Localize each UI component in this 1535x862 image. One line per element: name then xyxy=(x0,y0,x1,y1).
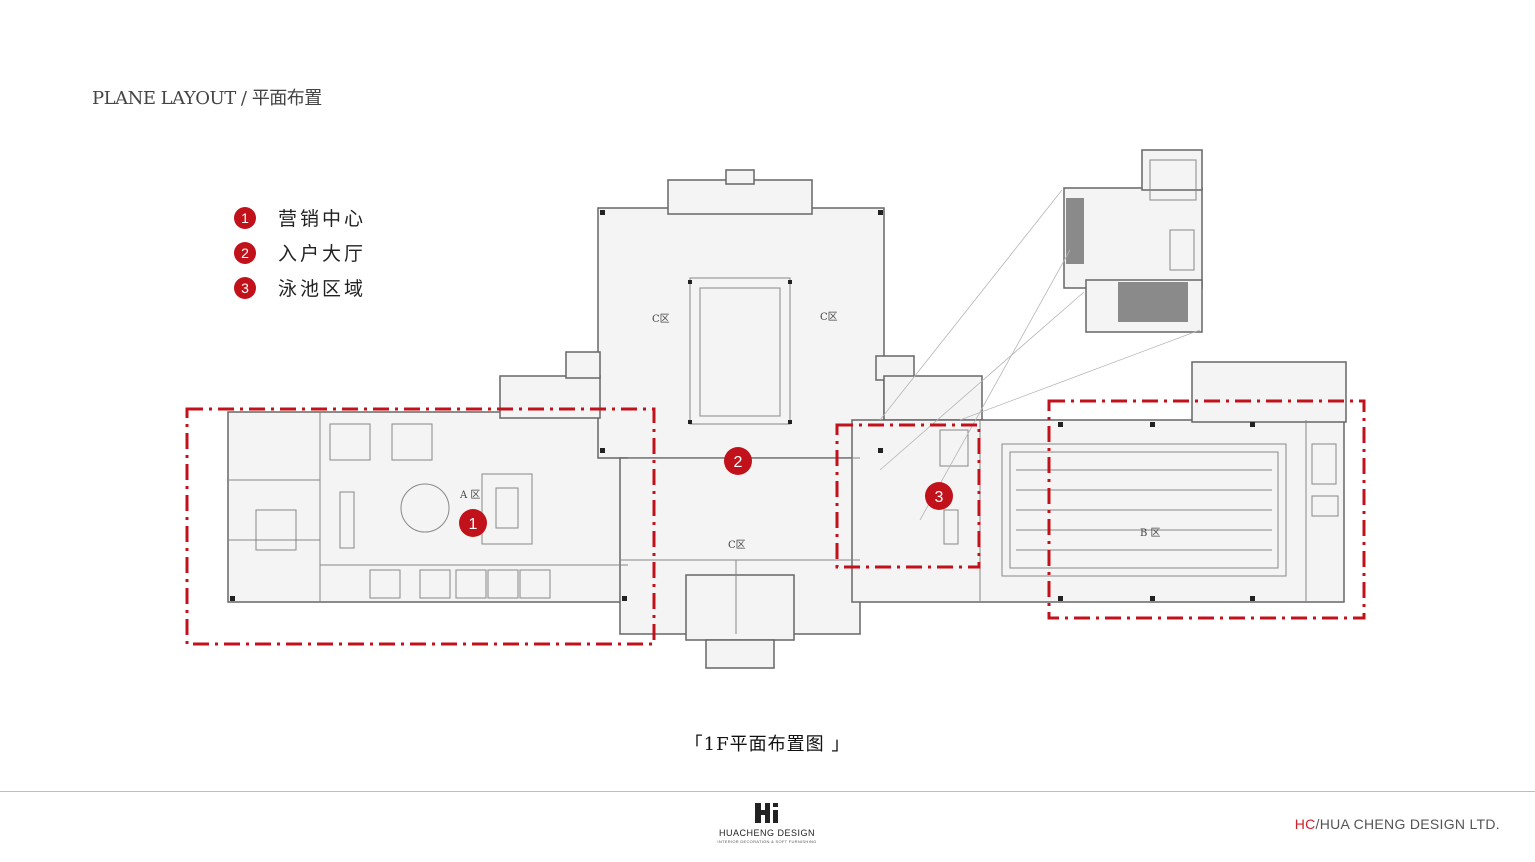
marker-badge-1 xyxy=(459,509,487,537)
legend-item-pool-area: 3 泳池区域 xyxy=(234,270,366,305)
huacheng-logo-icon xyxy=(755,803,778,823)
legend-number-badge: 2 xyxy=(234,241,256,264)
zone-label-c2: C区 xyxy=(820,311,838,323)
legend-item-entrance-lobby: 2 入户大厅 xyxy=(234,235,366,270)
interior-walls xyxy=(228,159,1339,634)
zone-labels: A 区 B 区 C区 C区 C区 xyxy=(459,311,1161,551)
marker-number: 1 xyxy=(469,516,478,533)
legend-label: 营销中心 xyxy=(278,208,367,230)
zone-label-b: B 区 xyxy=(1140,527,1161,539)
location-markers: 1 2 3 xyxy=(459,447,953,537)
company-name-prefix: HC xyxy=(1294,816,1316,832)
zone-label-a: A 区 xyxy=(459,489,480,501)
marker-number: 3 xyxy=(935,489,944,506)
legend-label: 入户大厅 xyxy=(278,243,367,265)
logo-subtitle: INTERIOR DECORATION & SOFT FURNISHING xyxy=(717,839,817,844)
highlight-frame-pool-area xyxy=(835,423,981,569)
zone-label-c1: C区 xyxy=(652,313,670,325)
company-name-rest: /HUA CHENG DESIGN LTD. xyxy=(1315,816,1500,832)
marker-number: 2 xyxy=(734,454,743,471)
footer-divider xyxy=(0,791,1535,792)
legend-item-marketing-center: 1 营销中心 xyxy=(234,200,366,235)
company-logo: HUACHENG DESIGN INTERIOR DECORATION & SO… xyxy=(712,800,822,844)
legend-label: 泳池区域 xyxy=(278,278,367,300)
marker-badge-2 xyxy=(724,447,752,475)
dark-fill-areas xyxy=(1066,198,1188,322)
legend-number-badge: 1 xyxy=(234,206,256,229)
legend: 1 营销中心 2 入户大厅 3 泳池区域 xyxy=(234,200,366,305)
zone-label-c3: C区 xyxy=(728,539,746,551)
highlight-frame-marketing-center xyxy=(185,407,656,646)
highlight-frames xyxy=(185,399,1366,646)
structural-columns xyxy=(230,210,1255,601)
sight-lines xyxy=(879,189,1201,521)
building-outline xyxy=(227,149,1347,669)
figure-caption: 「1F平面布置图 」 xyxy=(684,734,851,755)
highlight-frame-pool-hall xyxy=(1047,399,1366,620)
legend-number-badge: 3 xyxy=(234,276,256,299)
logo-name: HUACHENG DESIGN xyxy=(718,828,815,838)
marker-badge-3 xyxy=(925,482,953,510)
company-name: HC/HUA CHENG DESIGN LTD. xyxy=(1295,816,1500,832)
page-title: PLANE LAYOUT / 平面布置 xyxy=(92,88,322,109)
